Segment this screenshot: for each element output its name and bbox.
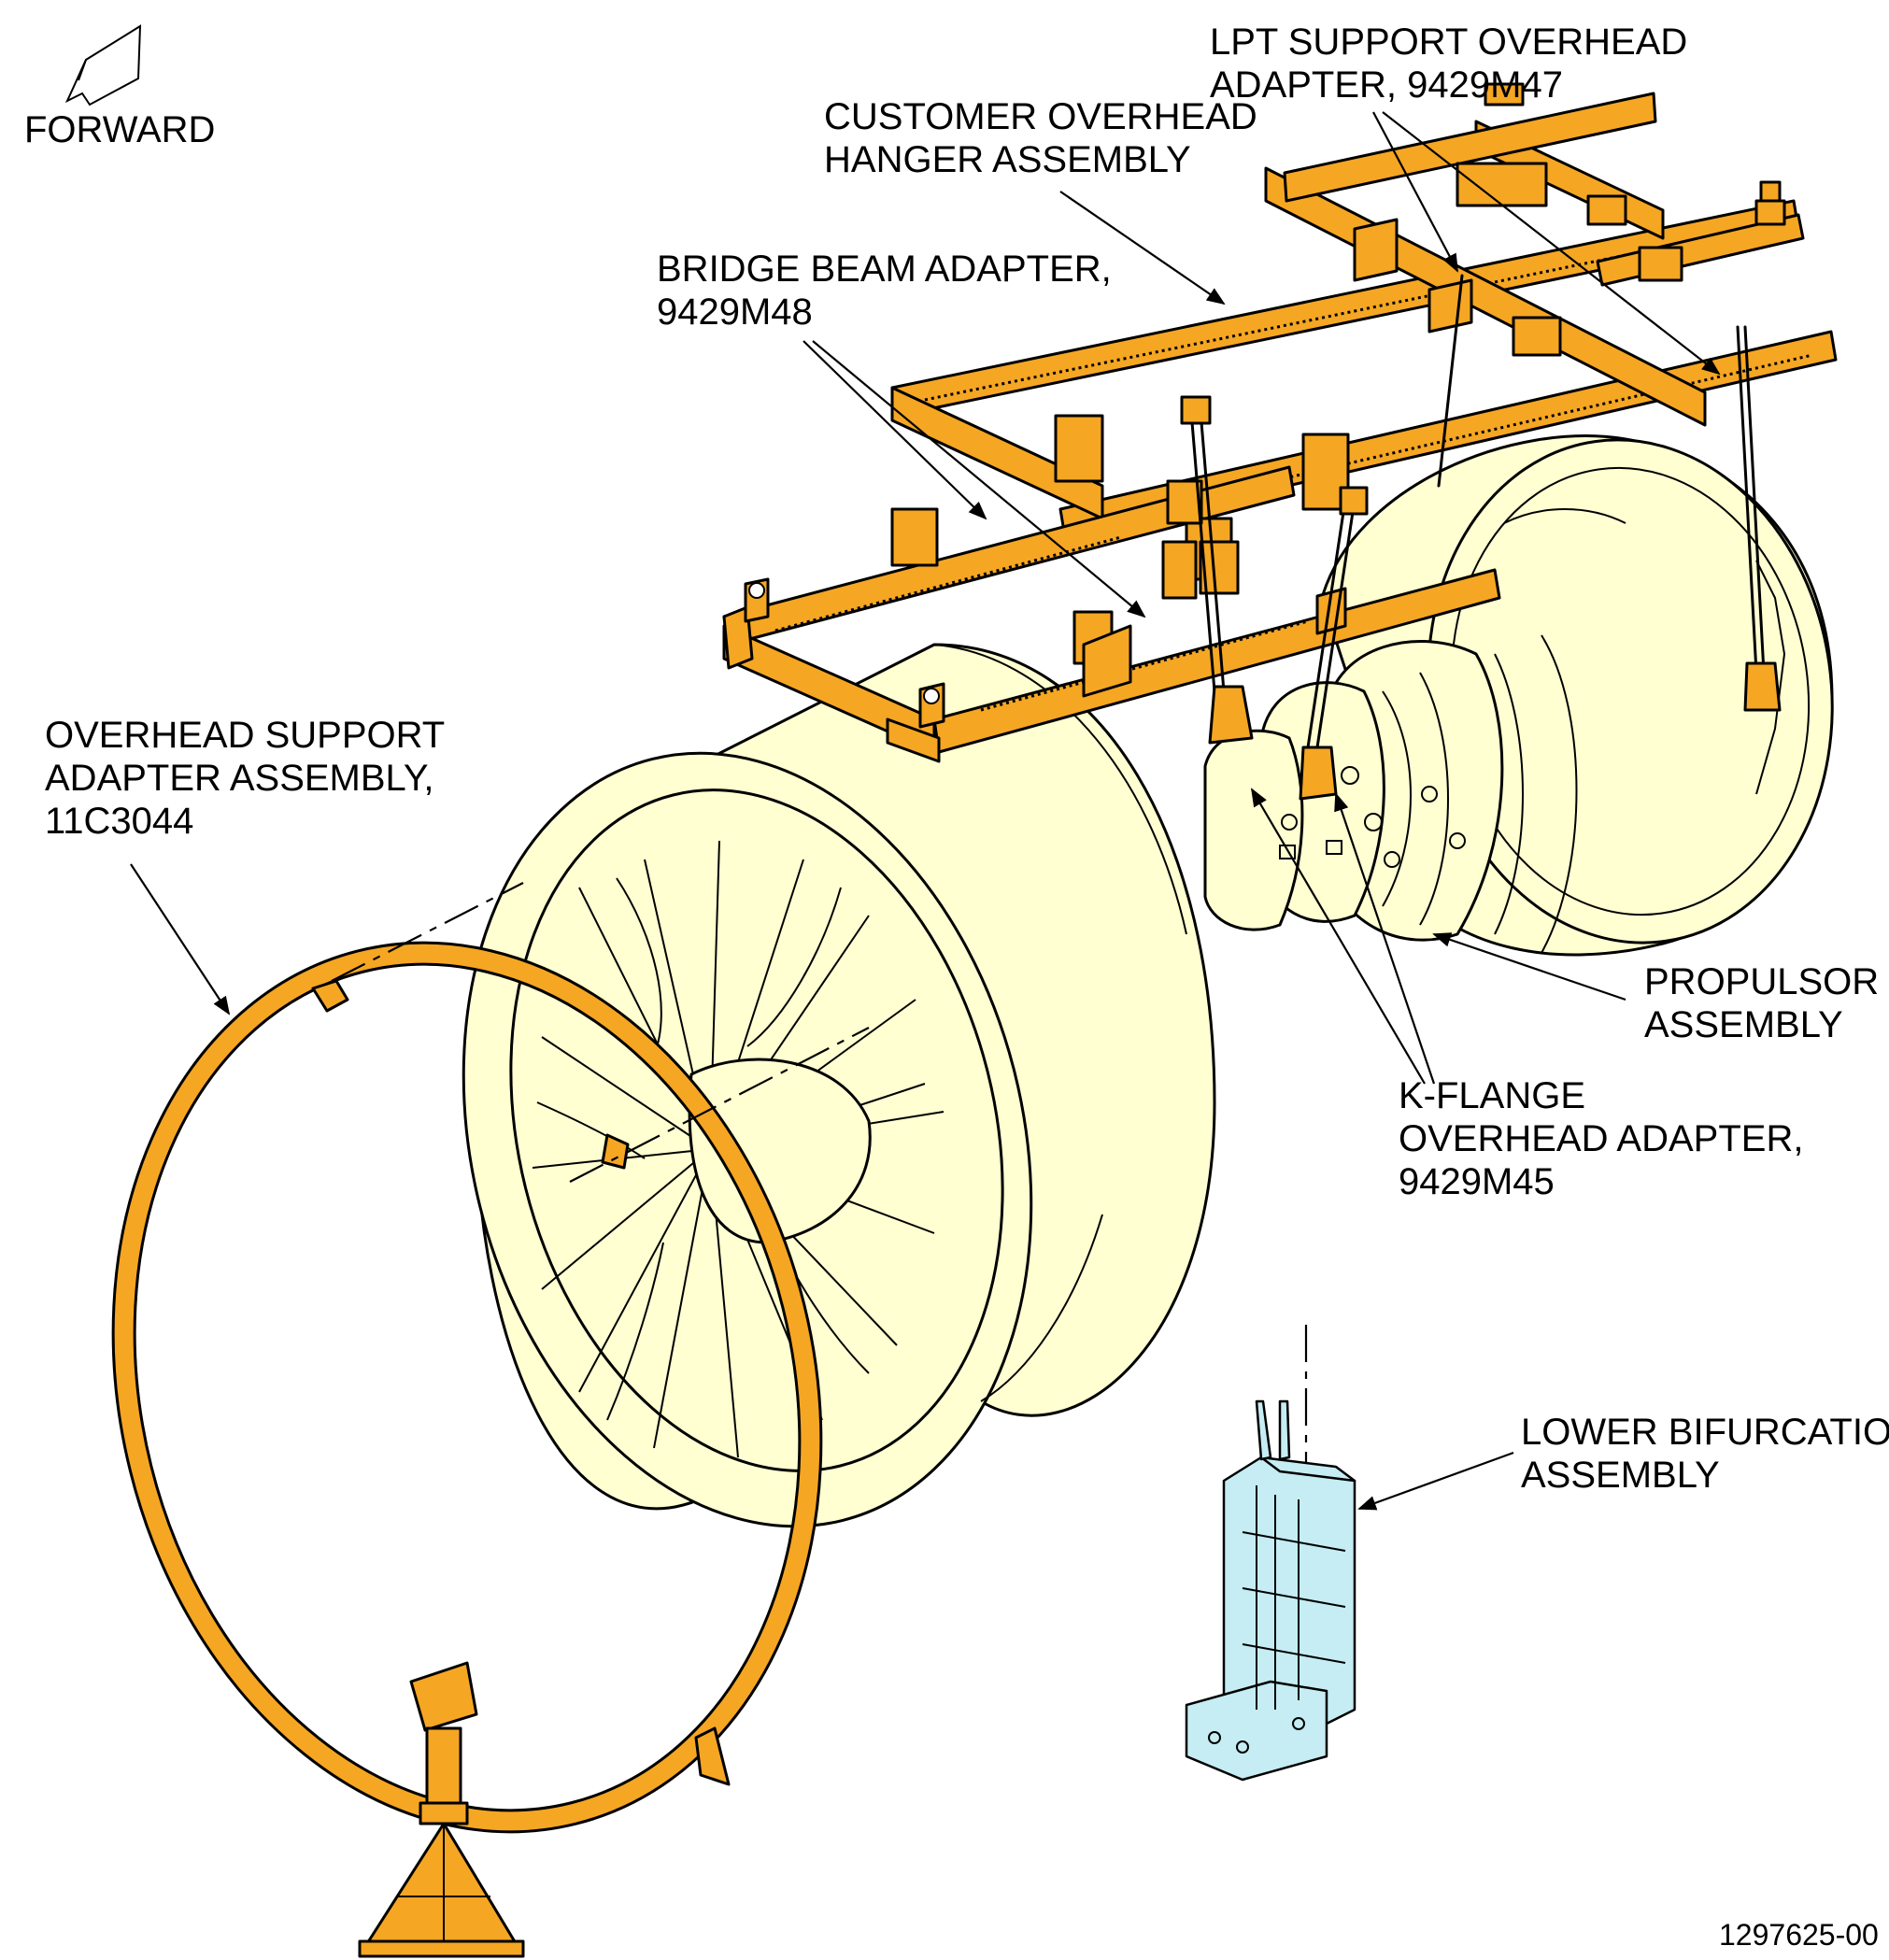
k-flange-line3: 9429M45: [1399, 1161, 1555, 1202]
lower-bifurcation-line1: LOWER BIFURCATION: [1521, 1412, 1889, 1453]
propulsor-assembly: [1203, 434, 1834, 957]
k-flange-line2: OVERHEAD ADAPTER,: [1399, 1118, 1803, 1159]
document-number: 1297625-00: [1719, 1918, 1879, 1952]
lower-bifurcation-assembly: [1185, 1399, 1356, 1782]
customer-hanger-line2: HANGER ASSEMBLY: [824, 139, 1191, 180]
leader-lines: [130, 111, 1721, 1511]
overhead-support-adapter-ring: [111, 941, 823, 1958]
lower-bifurcation-line2: ASSEMBLY: [1521, 1455, 1720, 1496]
callout-lower-bifurcation: LOWER BIFURCATION ASSEMBLY: [1521, 1412, 1889, 1496]
forward-label: FORWARD: [24, 109, 215, 150]
callout-lpt-support: LPT SUPPORT OVERHEAD ADAPTER, 9429M47: [1210, 21, 1687, 106]
fan-case: [462, 643, 1216, 1528]
callout-k-flange: K-FLANGE OVERHEAD ADAPTER, 9429M45: [1399, 1075, 1803, 1202]
propulsor-line1: PROPULSOR: [1644, 961, 1879, 1002]
lpt-support-line1: LPT SUPPORT OVERHEAD: [1210, 21, 1687, 63]
callout-propulsor: PROPULSOR ASSEMBLY: [1644, 961, 1879, 1045]
overhead-support-line3: 11C3044: [45, 801, 193, 842]
centerline-middle: [569, 1027, 870, 1183]
overhead-support-line2: ADAPTER ASSEMBLY,: [45, 758, 433, 799]
centerline-top: [331, 882, 524, 982]
ring-stand: [358, 1661, 525, 1958]
bridge-beam-adapter: [722, 386, 1501, 763]
forward-arrow-icon: [64, 24, 142, 107]
spinner: [688, 1058, 872, 1244]
callout-bridge-beam: BRIDGE BEAM ADAPTER, 9429M48: [657, 249, 1112, 333]
bridge-beam-line2: 9429M48: [657, 291, 813, 333]
callout-overhead-support: OVERHEAD SUPPORT ADAPTER ASSEMBLY, 11C30…: [45, 715, 445, 842]
overhead-support-line1: OVERHEAD SUPPORT: [45, 715, 445, 756]
lpt-support-line2: ADAPTER, 9429M47: [1210, 64, 1563, 106]
propulsor-line2: ASSEMBLY: [1644, 1004, 1843, 1045]
bridge-beam-line1: BRIDGE BEAM ADAPTER,: [657, 249, 1112, 290]
customer-hanger-line1: CUSTOMER OVERHEAD: [824, 96, 1257, 137]
slings: [1180, 274, 1782, 801]
k-flange-line1: K-FLANGE: [1399, 1075, 1585, 1116]
callout-customer-hanger: CUSTOMER OVERHEAD HANGER ASSEMBLY: [824, 96, 1257, 180]
